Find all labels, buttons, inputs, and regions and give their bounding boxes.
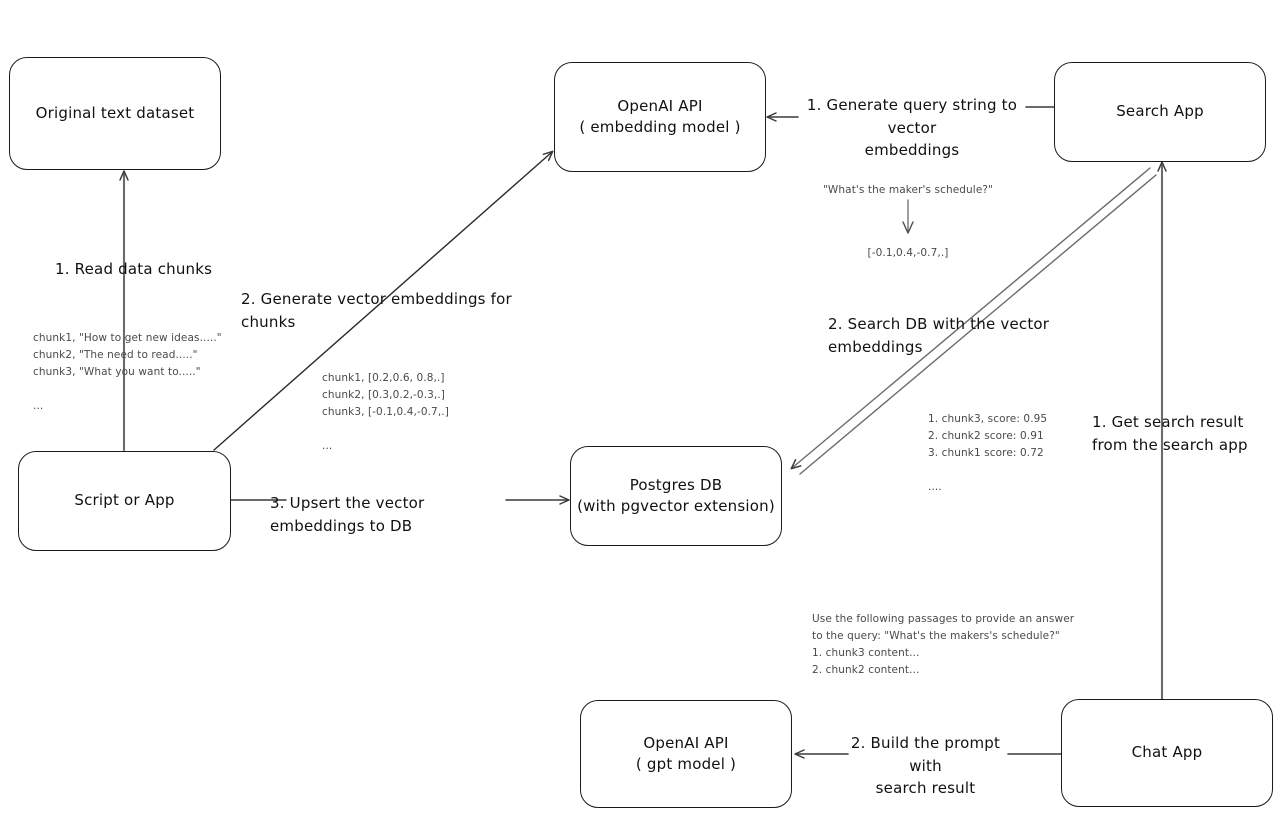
edge-label-get-search-result: 1. Get search result from the search app bbox=[1092, 413, 1248, 454]
edge-label-build-prompt: 2. Build the prompt with search result bbox=[850, 734, 1001, 797]
node-search-app[interactable]: Search App bbox=[1054, 62, 1266, 162]
node-original-text-dataset-label: Original text dataset bbox=[35, 103, 195, 122]
node-postgres-db-label: Postgres DB (with pgvector extension) bbox=[577, 475, 775, 515]
node-openai-api-embedding[interactable]: OpenAI API ( embedding model ) bbox=[554, 62, 766, 172]
note-query-vector: [-0.1,0.4,-0.7,.] bbox=[867, 247, 949, 259]
note-query-string: "What's the maker's schedule?" bbox=[823, 184, 993, 196]
node-postgres-db[interactable]: Postgres DB (with pgvector extension) bbox=[570, 446, 782, 546]
node-script-or-app-label: Script or App bbox=[74, 491, 175, 510]
note-prompt-text: Use the following passages to provide an… bbox=[812, 613, 1075, 676]
note-chunks-vectors: chunk1, [0.2,0.6, 0.8,.] chunk2, [0.3,0.… bbox=[322, 372, 449, 452]
node-openai-api-gpt-label: OpenAI API ( gpt model ) bbox=[635, 733, 737, 773]
note-search-results: 1. chunk3, score: 0.95 2. chunk2 score: … bbox=[928, 413, 1048, 493]
node-original-text-dataset[interactable]: Original text dataset bbox=[9, 57, 221, 170]
edge-label-generate-vector-embeddings: 2. Generate vector embeddings for chunks bbox=[241, 290, 512, 331]
node-script-or-app[interactable]: Script or App bbox=[18, 451, 231, 551]
edge-label-generate-query-string: 1. Generate query string to vector embed… bbox=[806, 96, 1018, 159]
edge-label-search-db: 2. Search DB with the vector embeddings bbox=[828, 315, 1050, 356]
note-chunks-raw: chunk1, "How to get new ideas....." chun… bbox=[33, 332, 222, 412]
node-openai-api-embedding-label: OpenAI API ( embedding model ) bbox=[579, 96, 741, 136]
edge-label-read-data-chunks: 1. Read data chunks bbox=[55, 260, 213, 278]
node-search-app-label: Search App bbox=[1116, 102, 1204, 121]
node-chat-app-label: Chat App bbox=[1131, 743, 1203, 762]
edge-label-upsert-to-db: 3. Upsert the vector embeddings to DB bbox=[270, 494, 425, 535]
node-chat-app[interactable]: Chat App bbox=[1061, 699, 1273, 807]
node-openai-api-gpt[interactable]: OpenAI API ( gpt model ) bbox=[580, 700, 792, 808]
